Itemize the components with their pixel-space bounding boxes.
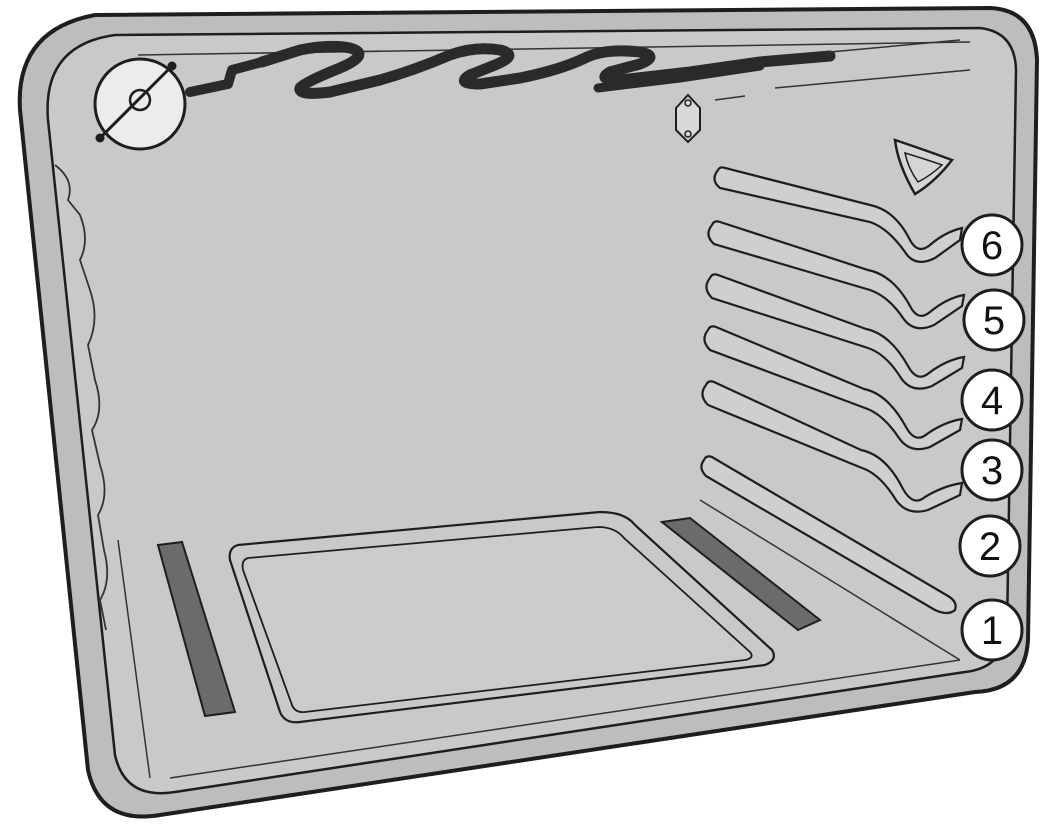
oven-lamp-icon <box>95 59 185 149</box>
shelf-label-1-text: 1 <box>981 609 1003 653</box>
shelf-label-5: 5 <box>964 290 1024 350</box>
shelf-label-4: 4 <box>962 370 1022 430</box>
shelf-label-1: 1 <box>962 600 1022 660</box>
shelf-label-5-text: 5 <box>983 299 1005 343</box>
shelf-label-6: 6 <box>962 215 1022 275</box>
shelf-label-6-text: 6 <box>981 224 1003 268</box>
shelf-label-4-text: 4 <box>981 379 1003 423</box>
shelf-label-3: 3 <box>962 440 1022 500</box>
shelf-label-3-text: 3 <box>981 449 1003 493</box>
shelf-label-2-text: 2 <box>979 525 1001 569</box>
shelf-label-2: 2 <box>960 516 1020 576</box>
